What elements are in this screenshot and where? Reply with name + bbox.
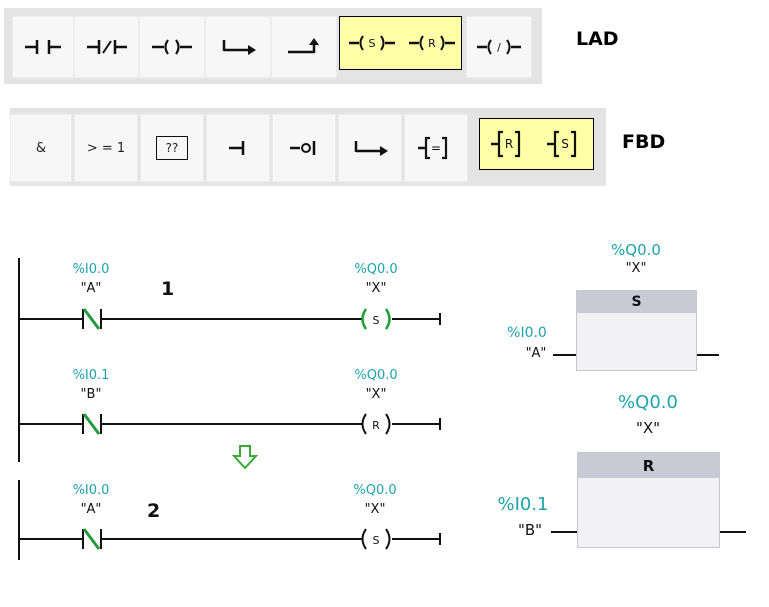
set-coil-right-arc	[384, 308, 391, 330]
reset-box-input-name: "B"	[517, 521, 543, 539]
no-contact-button[interactable]	[12, 16, 74, 78]
assignment-button[interactable]: =	[404, 114, 468, 182]
empty-box-text: ??	[165, 141, 179, 155]
reset-letter: R	[428, 37, 436, 50]
reset-box-output-wire	[720, 531, 746, 533]
reset-box-output-address: %Q0.0	[618, 392, 678, 413]
assign-text: =	[431, 141, 441, 155]
open-branch-icon	[222, 40, 256, 55]
negate-button[interactable]	[272, 114, 336, 182]
set-coil-icon: S	[348, 35, 395, 51]
ladder-diagram: S R S	[18, 258, 441, 560]
input-button[interactable]	[206, 114, 270, 182]
set-box-output-address: %Q0.0	[611, 241, 661, 259]
set-letter: S	[368, 37, 375, 50]
set-box[interactable]: S	[576, 290, 697, 371]
rung1-contact-address: %I0.0	[72, 262, 110, 277]
rung1-coil-name: "X"	[365, 281, 387, 296]
nc-contact-slash	[82, 308, 101, 330]
reset-coil-icon: R	[409, 35, 455, 51]
set-coil-button[interactable]: S	[339, 16, 403, 70]
set-box-input-name: "A"	[525, 346, 547, 361]
rung-1: S	[19, 308, 441, 330]
negate-icon	[290, 141, 316, 155]
rung1b-contact-name: "B"	[80, 387, 102, 402]
set-coil-left-arc	[361, 308, 368, 330]
reset-box-button[interactable]: R	[479, 118, 537, 170]
rung1-coil-letter: S	[373, 314, 380, 327]
close-branch-button[interactable]	[271, 16, 337, 78]
lad-label: LAD	[576, 28, 619, 50]
open-branch-icon	[354, 141, 388, 156]
set-box-title: S	[577, 291, 696, 313]
network-number-1: 1	[161, 278, 175, 300]
normally-open-contact-icon	[25, 40, 61, 54]
fbd-label: FBD	[622, 131, 666, 153]
rung-1b: R	[19, 413, 441, 435]
reset-box-title: R	[578, 453, 719, 478]
coil-button[interactable]	[139, 16, 205, 78]
input-icon	[229, 141, 245, 155]
fbd-toolbar: & > = 1 ?? =	[10, 108, 606, 186]
set-box-output-name: "X"	[625, 261, 647, 276]
rung1b-contact-address: %I0.1	[72, 368, 110, 383]
fbd-open-branch-button[interactable]	[338, 114, 402, 182]
empty-box-button[interactable]: ??	[140, 114, 204, 182]
rung2-coil-address: %Q0.0	[353, 483, 397, 498]
set-box-input-address: %I0.0	[507, 325, 547, 341]
lad-toolbar: S R /	[4, 8, 542, 84]
rung2-contact-name: "A"	[80, 502, 102, 517]
open-branch-button[interactable]	[205, 16, 271, 78]
rung-2: S	[19, 528, 441, 550]
normally-closed-contact-icon	[86, 40, 127, 54]
negate-slash: /	[497, 41, 501, 54]
rung2-coil-name: "X"	[364, 502, 386, 517]
reset-box-input-wire	[551, 531, 577, 533]
reset-box[interactable]: R	[577, 452, 720, 548]
rung1-contact-name: "A"	[80, 281, 102, 296]
reset-box-output-name: "X"	[635, 419, 661, 437]
and-box-button[interactable]: &	[10, 114, 72, 182]
set-box-button[interactable]: S	[537, 118, 594, 170]
or-box-button[interactable]: > = 1	[74, 114, 138, 182]
rung1b-coil-letter: R	[372, 419, 380, 432]
empty-box-icon: ??	[156, 136, 188, 160]
set-box-input-wire	[553, 354, 576, 356]
negated-coil-icon: /	[477, 39, 521, 55]
reset-box-input-address: %I0.1	[497, 494, 549, 515]
rung1b-coil-name: "X"	[365, 387, 387, 402]
set-box-output-wire	[697, 354, 719, 356]
reset-coil-button[interactable]: R	[403, 16, 462, 70]
set-box-icon: S	[547, 130, 577, 158]
assignment-icon: =	[418, 136, 448, 160]
nc-contact-button[interactable]	[74, 16, 139, 78]
down-arrow-icon	[231, 445, 259, 470]
close-branch-icon	[288, 38, 319, 54]
network-number-2: 2	[147, 500, 161, 522]
set-box-text: S	[561, 137, 569, 151]
rung2-contact-address: %I0.0	[72, 483, 110, 498]
rung1b-coil-address: %Q0.0	[354, 368, 398, 383]
reset-box-text: R	[504, 137, 512, 151]
rung2-coil-letter: S	[373, 534, 380, 547]
reset-box-icon: R	[490, 130, 520, 158]
rung1-coil-address: %Q0.0	[354, 262, 398, 277]
negated-coil-button[interactable]: /	[466, 16, 532, 78]
coil-icon	[152, 39, 192, 55]
